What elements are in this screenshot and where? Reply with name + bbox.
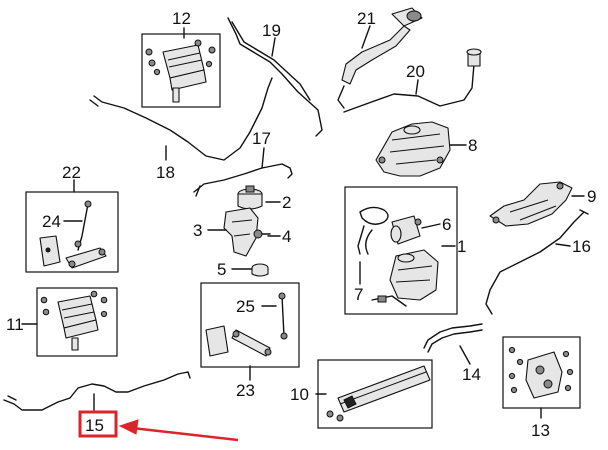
callout-17: 17 xyxy=(252,129,271,148)
box-1 xyxy=(344,186,458,315)
callout-4: 4 xyxy=(282,227,291,246)
callout-14: 14 xyxy=(462,365,481,384)
callout-25: 25 xyxy=(236,297,255,316)
part-4-bolt xyxy=(253,229,271,239)
part-1-compressor xyxy=(371,249,439,307)
part-23-sensor xyxy=(205,325,272,357)
callout-11: 11 xyxy=(6,315,24,334)
callout-23: 23 xyxy=(236,381,255,400)
part-3-bracket xyxy=(223,207,259,257)
box-11 xyxy=(36,287,118,357)
part-19-tube xyxy=(227,17,323,137)
callout-15: 15 xyxy=(85,416,104,435)
part-11-module xyxy=(40,290,108,351)
callout-2: 2 xyxy=(282,193,291,212)
part-25-link xyxy=(278,292,288,340)
part-13-valve xyxy=(508,346,574,399)
part-16-line xyxy=(485,211,585,315)
callout-1: 1 xyxy=(457,237,466,256)
callout-6: 6 xyxy=(442,215,451,234)
callout-7: 7 xyxy=(354,285,363,304)
part-12-module xyxy=(145,39,216,103)
part-9-shield xyxy=(489,181,573,227)
callout-10: 10 xyxy=(290,385,309,404)
part-22-sensor xyxy=(39,235,107,269)
part-6-motor xyxy=(390,215,422,245)
callout-16: 16 xyxy=(572,237,591,256)
part-24-link xyxy=(74,200,92,251)
part-7-harness xyxy=(357,206,389,255)
callout-20: 20 xyxy=(406,62,425,81)
part-2-isolator xyxy=(237,185,263,210)
callout-12: 12 xyxy=(172,9,191,28)
part-10-tube xyxy=(326,365,431,422)
part-8-housing xyxy=(375,121,451,177)
highlight-arrow-shaft xyxy=(131,426,239,442)
callout-5: 5 xyxy=(217,260,226,279)
callout-9: 9 xyxy=(587,187,596,206)
callout-8: 8 xyxy=(468,136,477,155)
part-14-hose xyxy=(423,323,483,349)
callout-18: 18 xyxy=(156,163,175,182)
part-17-line xyxy=(193,163,293,193)
leader-lines xyxy=(21,25,585,419)
part-18-line xyxy=(93,77,273,161)
callout-19: 19 xyxy=(262,21,281,40)
part-15-line xyxy=(3,371,191,411)
part-20-hose xyxy=(343,48,482,113)
box-22 xyxy=(25,191,119,273)
part-5-nut xyxy=(251,263,269,277)
callout-21: 21 xyxy=(357,9,376,28)
highlight-callout-15: 15 xyxy=(78,410,239,442)
callout-22: 22 xyxy=(62,163,81,182)
part-21-bracket xyxy=(337,7,423,109)
callout-13: 13 xyxy=(531,421,550,440)
callout-labels: 12 19 21 20 8 17 18 2 3 4 5 22 24 6 1 7 … xyxy=(6,9,596,440)
box-12 xyxy=(141,33,221,108)
callout-24: 24 xyxy=(42,212,61,231)
highlight-frame xyxy=(78,410,118,438)
highlight-arrow-head xyxy=(118,419,139,435)
callout-3: 3 xyxy=(193,221,202,240)
